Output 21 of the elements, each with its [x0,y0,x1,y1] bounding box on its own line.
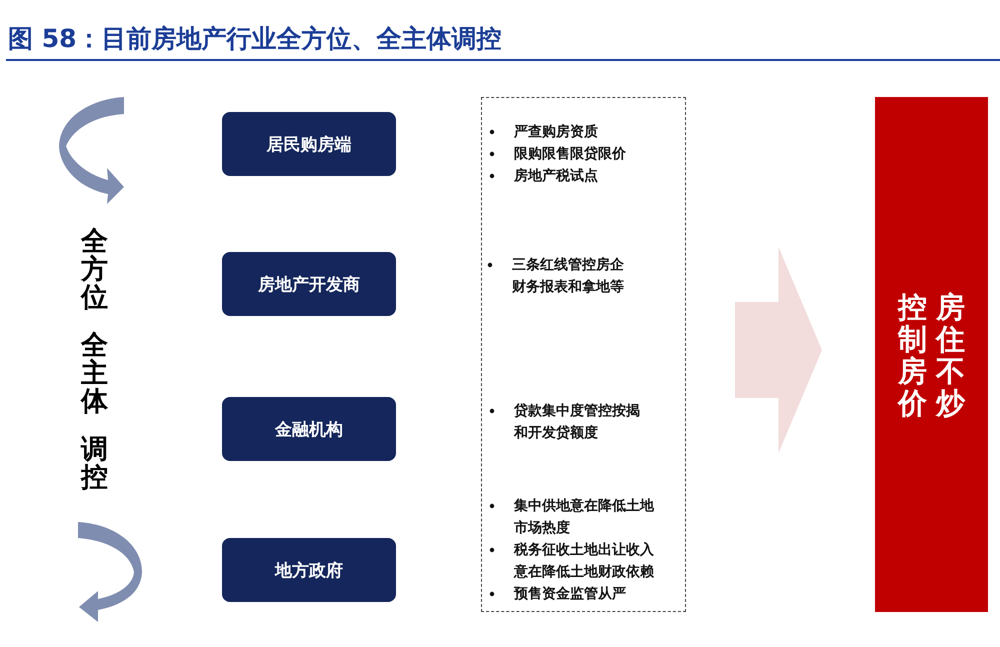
bullet-text: 税务征收土地出让收入意在降低土地财政依赖 [514,541,655,582]
bullet-text: 房地产税试点 [514,166,599,186]
block-arrow [735,247,822,453]
bullet-text: 严查购房资质 [514,122,599,142]
process-box: 地方政府 [222,538,396,602]
slogan-text: 房住不炒 [936,290,965,418]
bullet-text: 贷款集中度管控按揭和开发贷额度 [514,402,641,443]
bullet-text: 集中供地意在降低土地市场热度 [514,497,655,538]
vertical-label: 全方位 [81,228,108,312]
process-box: 房地产开发商 [222,252,396,316]
process-box: 金融机构 [222,397,396,461]
bullet-text: 限购限售限贷限价 [514,145,627,164]
bullet-text: 预售资金监管从严 [514,585,627,604]
result-bar [875,97,988,612]
process-box: 居民购房端 [222,112,396,176]
dashed-box [481,97,686,612]
figure-title: 图 58：目前房地产行业全方位、全主体调控 [8,23,502,55]
bullet-text: 三条红线管控房企财务报表和拿地等 [512,256,625,297]
vertical-label: 全主体 [81,332,108,416]
slogan-text: 控制房价 [898,290,927,418]
vertical-label: 调控 [81,436,108,492]
